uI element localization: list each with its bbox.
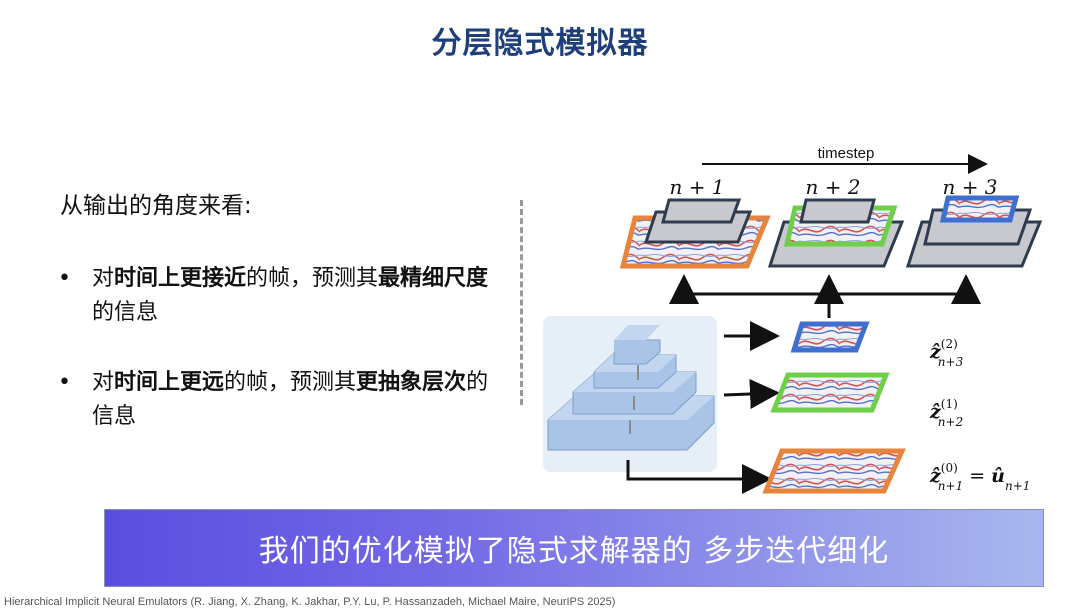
bullet-bold: 更抽象层次: [356, 370, 467, 395]
latent-map-z2: [790, 321, 870, 353]
latent-label-z2: ẑ(2)n+3: [929, 337, 964, 369]
bullet-marker: •: [58, 370, 71, 395]
latent-map-z1: [770, 372, 890, 413]
bullet-bold: 时间上更接近: [114, 266, 247, 291]
latent-label-z1: ẑ(1)n+2: [929, 397, 963, 429]
bullet-item-2: • 对时间上更远的帧，预测其更抽象层次的信息: [58, 366, 508, 434]
frame-label-n2: n + 2: [805, 175, 860, 199]
frame-stack-n3: [905, 195, 1043, 268]
frame-label-n3: n + 3: [942, 175, 997, 199]
dashed-divider: [520, 200, 523, 405]
bullet-item-1: • 对时间上更接近的帧，预测其最精细尺度的信息: [58, 262, 508, 330]
bullet-text: 对: [92, 266, 115, 291]
bullet-bold: 时间上更远: [114, 370, 225, 395]
bullet-text: 对: [92, 370, 115, 395]
citation-footer: Hierarchical Implicit Neural Emulators (…: [4, 596, 616, 608]
bullet-marker: •: [58, 266, 71, 291]
slide-title: 分层隐式模拟器: [431, 26, 649, 61]
hierarchy-diagram: timestep n + 1 n + 2 n + 3: [543, 145, 1043, 494]
frame-stack-n1: [619, 198, 771, 269]
output-arrows: [669, 274, 981, 318]
bullet-text: 的信息: [92, 300, 159, 325]
timestep-label: timestep: [818, 145, 875, 162]
latent-label-z0: ẑ(0)n+1=ûn+1: [929, 461, 1030, 493]
latent-map-z0: [762, 448, 906, 494]
frame-label-n1: n + 1: [669, 175, 724, 199]
frame-stack-n2: [767, 198, 905, 268]
bullet-text: 的信息: [92, 370, 489, 429]
bullet-bold: 最精细尺度: [378, 266, 489, 291]
pyramid-model: [543, 316, 717, 472]
arrow-to-z0: [626, 460, 772, 494]
bullet-text: 的帧，预测其: [246, 266, 379, 291]
summary-banner: 我们的优化模拟了隐式求解器的 多步迭代细化: [104, 509, 1044, 587]
intro-text: 从输出的角度来看:: [60, 193, 252, 219]
bullet-text: 的帧，预测其: [224, 370, 357, 395]
banner-text: 我们的优化模拟了隐式求解器的 多步迭代细化: [258, 534, 890, 569]
arrow-to-z1: [723, 378, 780, 409]
